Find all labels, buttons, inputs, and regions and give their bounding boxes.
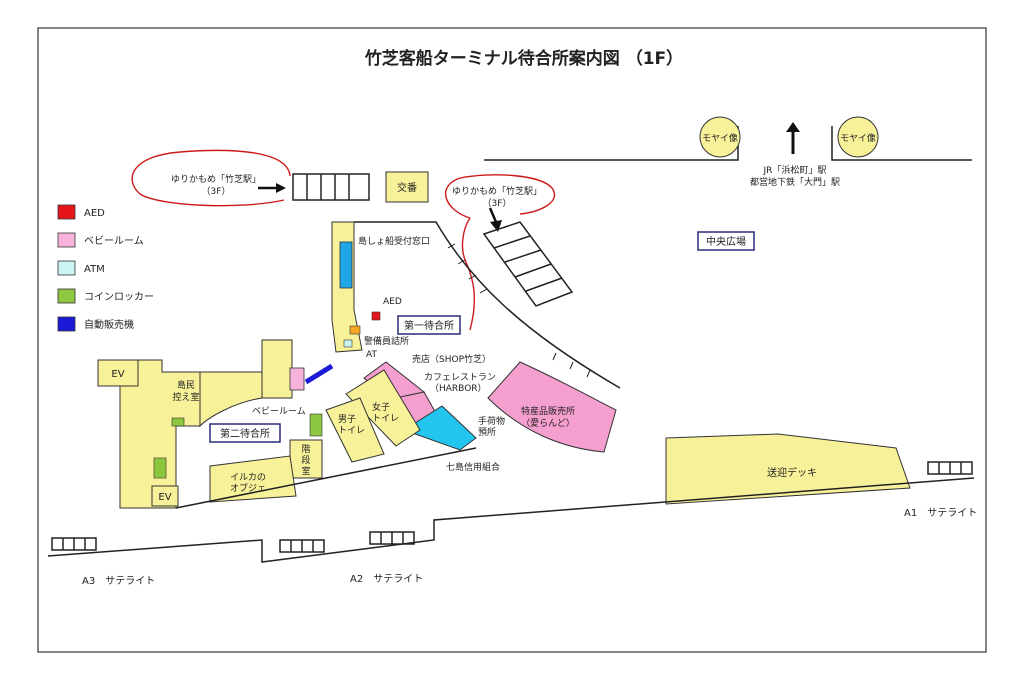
shinkin-block [402,405,477,451]
moyai-statue-left [699,116,741,158]
baggage-label-2: 預所 [478,427,496,438]
legend-swatch-aed [57,204,76,220]
red-trail-right [461,217,475,331]
second-waiting-box [209,423,281,443]
cafe-name: （HARBOR） [430,383,487,394]
sogei-deck-block [665,433,911,505]
street-wall-right [831,126,972,161]
map-border [37,27,987,653]
atm-label: AT [366,350,377,360]
koban-label: 交番 [397,181,417,194]
a3-satellite-label: A3 サテライト [82,575,155,587]
mens-toilet-label-1: 男子 [338,414,356,425]
legend: AED ベビールーム ATM コインロッカー 自動販売機 [57,204,154,332]
specialty-name: （愛らんど） [521,417,575,429]
arrow-to-station-head [786,122,800,132]
upper-corridor-block [261,339,293,399]
gangway-a2-right [369,531,415,545]
legend-label-baby-room: ベビールーム [84,235,144,247]
stairs-room-label-1: 階 [301,444,310,455]
moyai-right-label: モヤイ像 [840,132,876,144]
map-title: 竹芝客船ターミナル待合所案内図 （1F） [364,48,683,69]
islanders-room-block [199,371,263,428]
yurikamome-right-floor: （3F） [483,198,512,209]
moyai-left-label: モヤイ像 [702,132,738,144]
ev-top-box [97,359,139,387]
sogei-deck-label: 送迎デッキ [767,466,817,479]
ferry-desk-label: 島しょ船受付窓口 [358,235,430,247]
ferry-desk-counter [339,241,353,289]
vending-machines [304,363,334,385]
legend-label-aed: AED [84,208,105,219]
a2-satellite-label: A2 サテライト [350,573,423,585]
islanders-room-label-1: 島民 [177,379,195,391]
yurikamome-left-label: ゆりかもめ「竹芝駅」 [171,173,261,185]
baggage-label-1: 手荷物 [478,415,505,427]
moyai-statue-right [837,116,879,158]
islanders-room-label-2: 控え室 [172,391,199,403]
specialty-label: 特産品販売所 [521,405,575,417]
baby-room-marker [289,367,305,391]
koban-box [385,171,429,203]
red-circle-right [445,174,556,219]
arrow-right-station [488,207,498,223]
building-edge-ticks [447,243,591,378]
building-top-edge [354,221,621,389]
ev-top-label: EV [111,369,124,380]
womens-toilet-block [345,369,421,447]
ev-bottom-label: EV [158,492,171,503]
coin-lockers [153,413,323,479]
dolphin-label-1: イルカの [230,472,266,483]
legend-label-coin-locker: コインロッカー [84,291,154,303]
station-subway-label: 都営地下鉄「大門」駅 [750,176,840,188]
security-office-marker [349,325,361,335]
arrow-left-station-head [276,183,286,193]
dolphin-label-2: オブジェ [230,482,266,494]
womens-toilet-label-1: 女子 [372,401,390,413]
womens-toilet-label-2: トイレ [372,414,399,424]
shinkin-label: 七島信用組合 [446,461,500,473]
stairs-top-left [292,173,370,201]
aed-marker [371,311,381,321]
first-waiting-box [397,315,461,335]
second-waiting-label: 第二待合所 [220,427,270,440]
specialty-shop-block [487,361,617,453]
legend-swatch-atm [57,260,76,276]
first-waiting-label: 第一待合所 [404,319,454,332]
legend-swatch-coin-locker [57,288,76,304]
building-bottom-edge [175,447,477,509]
atm-marker [343,339,353,348]
quay-edge [47,477,975,563]
legend-swatch-baby-room [57,232,76,248]
yurikamome-right-label: ゆりかもめ「竹芝駅」 [452,185,542,197]
red-circle-left [131,149,291,207]
stairs-room-label-2: 段 [301,454,310,466]
yurikamome-left-floor: （3F） [202,186,231,197]
central-plaza-box [697,231,755,251]
legend-label-vending-machine: 自動販売機 [84,318,134,331]
central-plaza-label: 中央広場 [706,235,746,248]
gangway-a2-left [279,539,325,553]
mens-toilet-block [325,397,385,463]
cafe-label: カフェレストラン [424,372,496,383]
a1-satellite-label: A1 サテライト [904,507,977,519]
gangway-a1 [927,461,973,475]
legend-swatch-vending-machine [57,316,76,332]
mens-toilet-label-2: トイレ [338,426,365,436]
gangway-a3 [51,537,97,551]
aed-label: AED [383,297,402,307]
stairs-room-label-3: 室 [301,465,310,477]
security-office-label: 警備員詰所 [364,335,409,347]
ev-bottom-box [151,485,179,507]
baby-room-label: ベビールーム [252,406,306,417]
shop-label: 売店（SHOP竹芝） [412,353,491,365]
stairs-top-right [482,221,574,307]
legend-label-atm: ATM [84,264,105,275]
station-jr-label: JR「浜松町」駅 [763,164,827,176]
dolphin-object-block [209,455,297,503]
